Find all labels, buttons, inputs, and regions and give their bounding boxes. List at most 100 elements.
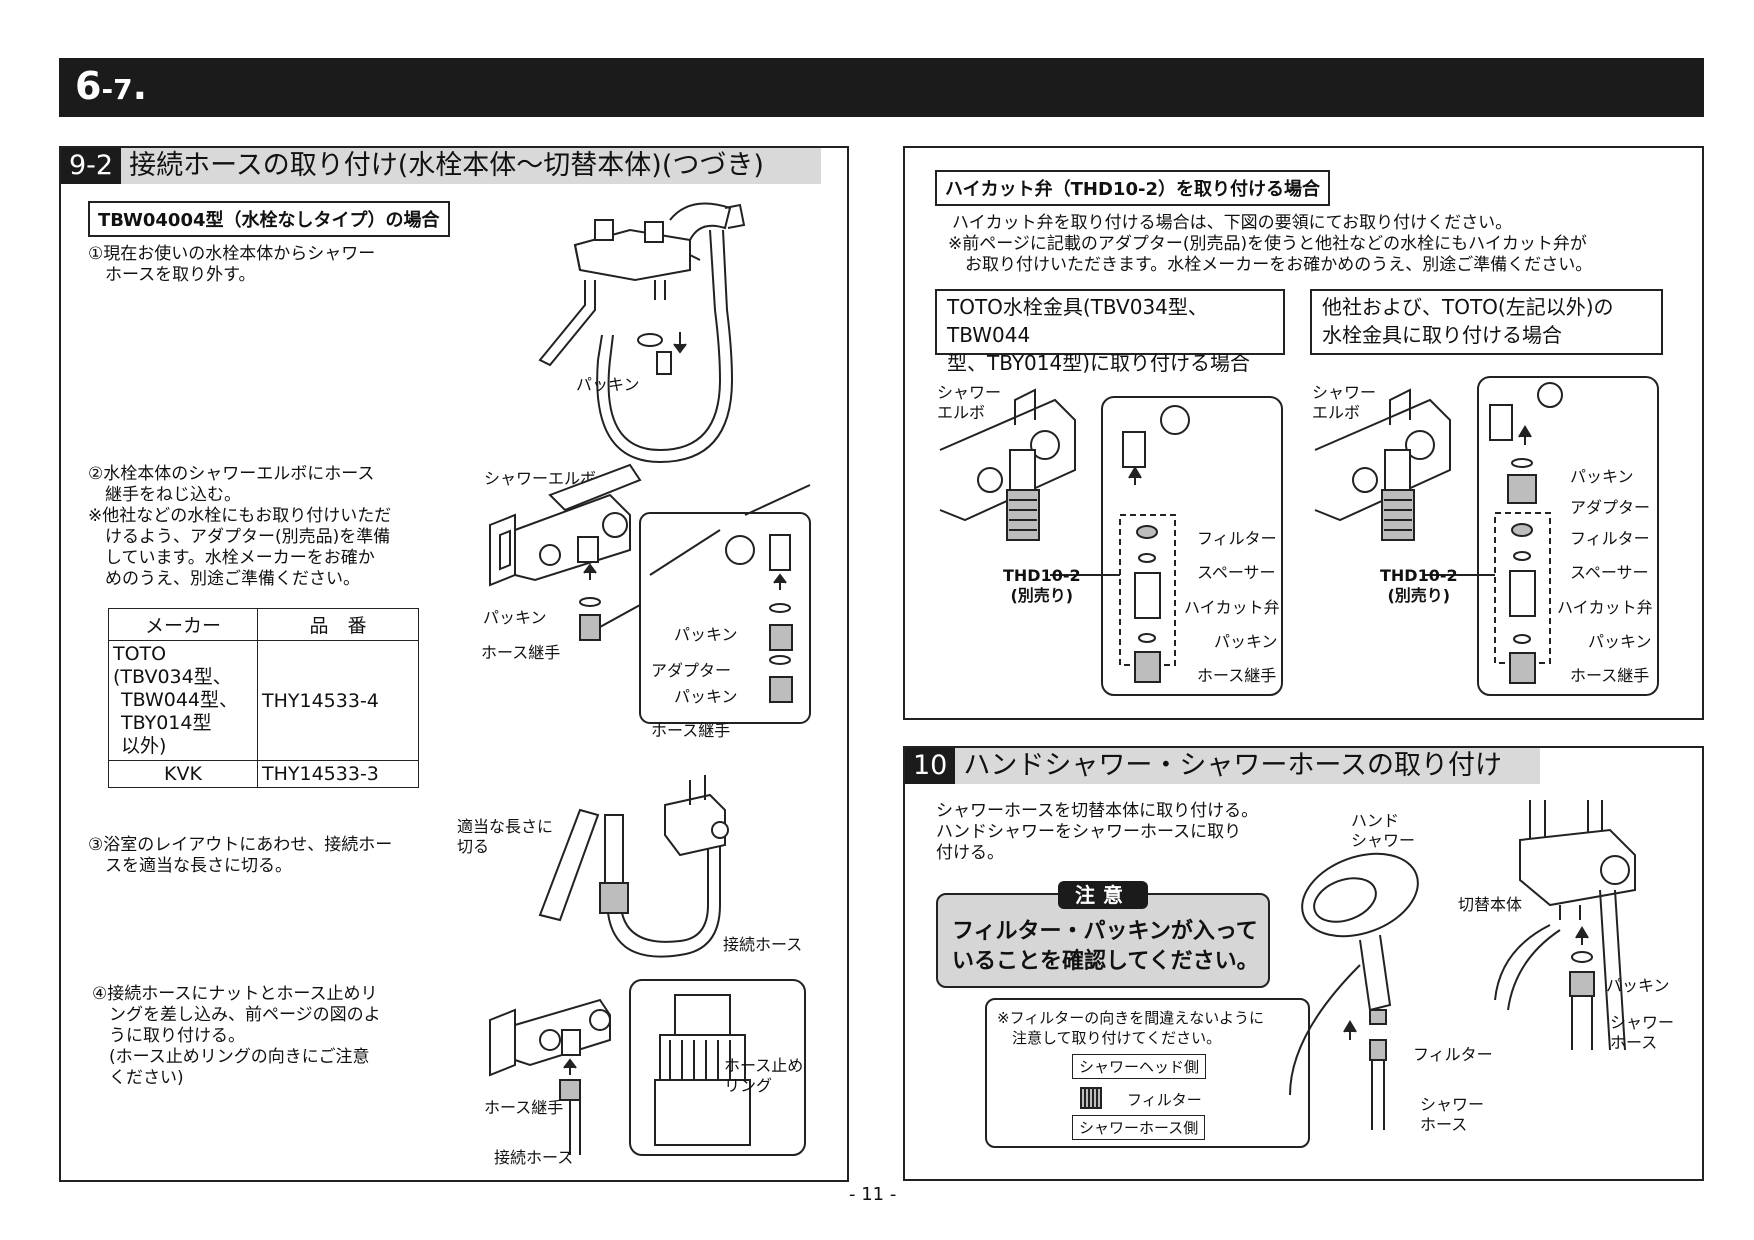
thd-line: (別売り): [1387, 586, 1451, 605]
cut-length-line: 適当な長さに: [457, 817, 554, 836]
maker-cell-line: 以外): [121, 735, 167, 757]
thd-line: THD10-2: [1380, 566, 1458, 585]
filter-label-b: フィルター: [1570, 529, 1650, 548]
packing-label-b2: パッキン: [1588, 632, 1652, 651]
hand-shower-line: シャワー: [1351, 831, 1416, 850]
section-number-badge: 10: [905, 748, 956, 784]
chapter-number: 6-7.: [75, 64, 147, 108]
packing-label-b1: パッキン: [1570, 467, 1634, 486]
step3-line: ③浴室のレイアウトにあわせ、接続ホー: [88, 835, 393, 855]
section-10-desc: シャワーホースを切替本体に取り付ける。 ハンドシャワーをシャワーホースに取り 付…: [936, 801, 1258, 864]
shower-hose-line: ホース: [1420, 1115, 1468, 1134]
packing-label-4: パッキン: [674, 687, 738, 706]
elbow-line: エルボ: [1312, 403, 1361, 422]
step2-note-line: めのうえ、別途ご準備ください。: [88, 569, 360, 589]
maker-cell-line: TOTO: [113, 643, 167, 665]
section-number-badge: 9-2: [61, 148, 122, 184]
section-title-text: ハンドシャワー・シャワーホースの取り付け: [963, 750, 1503, 781]
step4-line: ングを差し込み、前ページの図のよ: [92, 1005, 381, 1025]
step4-line: うに取り付ける。: [92, 1026, 245, 1046]
packing-label-shower: パッキン: [1606, 976, 1670, 995]
hand-shower-line: ハンド: [1351, 811, 1400, 830]
note-filter-label: フィルター: [1127, 1091, 1202, 1109]
case-b-line: 他社および、TOTO(左記以外)の: [1322, 295, 1614, 319]
right-top-panel: [903, 146, 1704, 720]
elbow-line: シャワー: [937, 383, 1002, 402]
step2-text: ②水栓本体のシャワーエルボにホース 継手をねじ込む。 ※他社などの水栓にもお取り…: [88, 464, 391, 590]
case-a-line: 型、TBY014型)に取り付ける場合: [947, 351, 1251, 375]
desc-note-line: お取り付けいただきます。水栓メーカーをお確かめのうえ、別途ご準備ください。: [948, 255, 1593, 275]
desc-line: 付ける。: [936, 843, 1004, 863]
chapter-number-dot: .: [132, 64, 147, 108]
switch-body-label: 切替本体: [1458, 895, 1523, 914]
connect-hose-label-1: 接続ホース: [723, 935, 803, 954]
step3-text: ③浴室のレイアウトにあわせ、接続ホー スを適当な長さに切る。: [88, 835, 392, 877]
step2-note-line: しています。水栓メーカーをお確か: [88, 548, 375, 568]
step1-text: ①現在お使いの水栓本体からシャワー ホースを取り外す。: [88, 244, 375, 286]
thd10-2-label-a: THD10-2 (別売り): [1003, 566, 1081, 606]
chapter-number-sub: -7: [101, 73, 133, 106]
packing-label-a: パッキン: [1214, 632, 1278, 651]
maker-parts-table: メーカー 品 番 TOTO (TBV034型、 TBW044型、 TBY014型…: [108, 608, 419, 788]
cut-length-label: 適当な長さに 切る: [457, 817, 553, 857]
thd-line: (別売り): [1010, 586, 1074, 605]
case-b-illustration: [1314, 376, 1659, 696]
shower-hose-line: シャワー: [1420, 1095, 1485, 1114]
chapter-number-main: 6: [75, 64, 102, 108]
section-title-text: 接続ホースの取り付け(水栓本体〜切替本体)(つづき): [129, 150, 764, 181]
maker-cell: TOTO (TBV034型、 TBW044型、 TBY014型 以外): [108, 640, 258, 761]
elbow-line: シャワー: [1312, 383, 1377, 402]
hose-joint-label-2: ホース継手: [651, 721, 731, 740]
thd10-2-label-b: THD10-2 (別売り): [1380, 566, 1458, 606]
filter-icon: [1080, 1087, 1102, 1109]
caution-line: フィルター・パッキンが入って: [952, 919, 1258, 944]
shower-hose-line: シャワー: [1610, 1013, 1675, 1032]
toto-faucet-case-box: TOTO水栓金具(TBV034型、TBW044 型、TBY014型)に取り付ける…: [935, 289, 1285, 375]
shower-hose-label-1: シャワー ホース: [1610, 1013, 1674, 1053]
maker-cell-line: TBY014型: [121, 712, 212, 734]
hose-joint-label-3: ホース継手: [484, 1098, 564, 1117]
hose-joint-label-b: ホース継手: [1570, 666, 1650, 685]
elbow-joint-illustration: [489, 463, 811, 724]
case-a-line: TOTO水栓金具(TBV034型、TBW044: [947, 295, 1208, 347]
desc-line: ハンドシャワーをシャワーホースに取り: [936, 822, 1242, 842]
hose-joint-label-1: ホース継手: [481, 643, 561, 662]
spacer-label-b: スペーサー: [1570, 563, 1649, 582]
hand-shower-label: ハンド シャワー: [1351, 811, 1415, 851]
packing-label-3: パッキン: [674, 625, 738, 644]
shower-hose-line: ホース: [1610, 1033, 1658, 1052]
shower-head-side-box: シャワーヘッド側: [1072, 1054, 1207, 1079]
caution-box: 注意 フィルター・パッキンが入って いることを確認してください。: [936, 881, 1270, 988]
type-label-box: TBW04004型（水栓なしタイプ）の場合: [88, 201, 450, 237]
high-cut-valve-desc: ハイカット弁を取り付ける場合は、下図の要領にてお取り付けください。 ※前ページに…: [948, 213, 1592, 276]
caution-line: いることを確認してください。: [952, 949, 1259, 974]
shower-hose-side-box: シャワーホース側: [1072, 1115, 1206, 1140]
spacer-label-a: スペーサー: [1197, 563, 1276, 582]
shower-elbow-label-b: シャワー エルボ: [1312, 383, 1376, 423]
elbow-line: エルボ: [937, 403, 986, 422]
filter-label-a: フィルター: [1197, 529, 1277, 548]
cut-length-line: 切る: [457, 837, 490, 856]
desc-note-line: ※前ページに記載のアダプター(別売品)を使うと他社などの水栓にもハイカット弁が: [948, 234, 1587, 254]
chapter-header-bar: 6-7.: [59, 58, 1704, 117]
hose-stop-ring-label: ホース止め リング: [724, 1056, 803, 1096]
table-row: TOTO (TBV034型、 TBW044型、 TBY014型 以外) THY1…: [108, 640, 419, 761]
right-bottom-panel: [903, 746, 1704, 1181]
step2-line: ②水栓本体のシャワーエルボにホース: [88, 464, 375, 484]
switch-body-illustration: [1494, 800, 1636, 1051]
step4-line: ④接続ホースにナットとホース止めリ: [92, 984, 378, 1004]
adapter-label: アダプター: [651, 661, 732, 680]
page-number: - 11 -: [849, 1184, 897, 1205]
hand-shower-illustration: [1289, 852, 1419, 1130]
step1-line: ホースを取り外す。: [88, 265, 256, 285]
faucet-shower-illustration: [538, 202, 746, 464]
case-a-illustration: [939, 388, 1283, 696]
step1-line: ①現在お使いの水栓本体からシャワー: [88, 244, 376, 264]
high-cut-valve-label-a: ハイカット弁: [1184, 598, 1280, 617]
table-row: KVK THY14533-3: [108, 760, 419, 788]
note-line: 注意して取り付けてください。: [997, 1029, 1222, 1047]
left-panel: [59, 146, 849, 1182]
hose-joint-label-a: ホース継手: [1197, 666, 1277, 685]
cut-hose-illustration: [538, 775, 729, 958]
